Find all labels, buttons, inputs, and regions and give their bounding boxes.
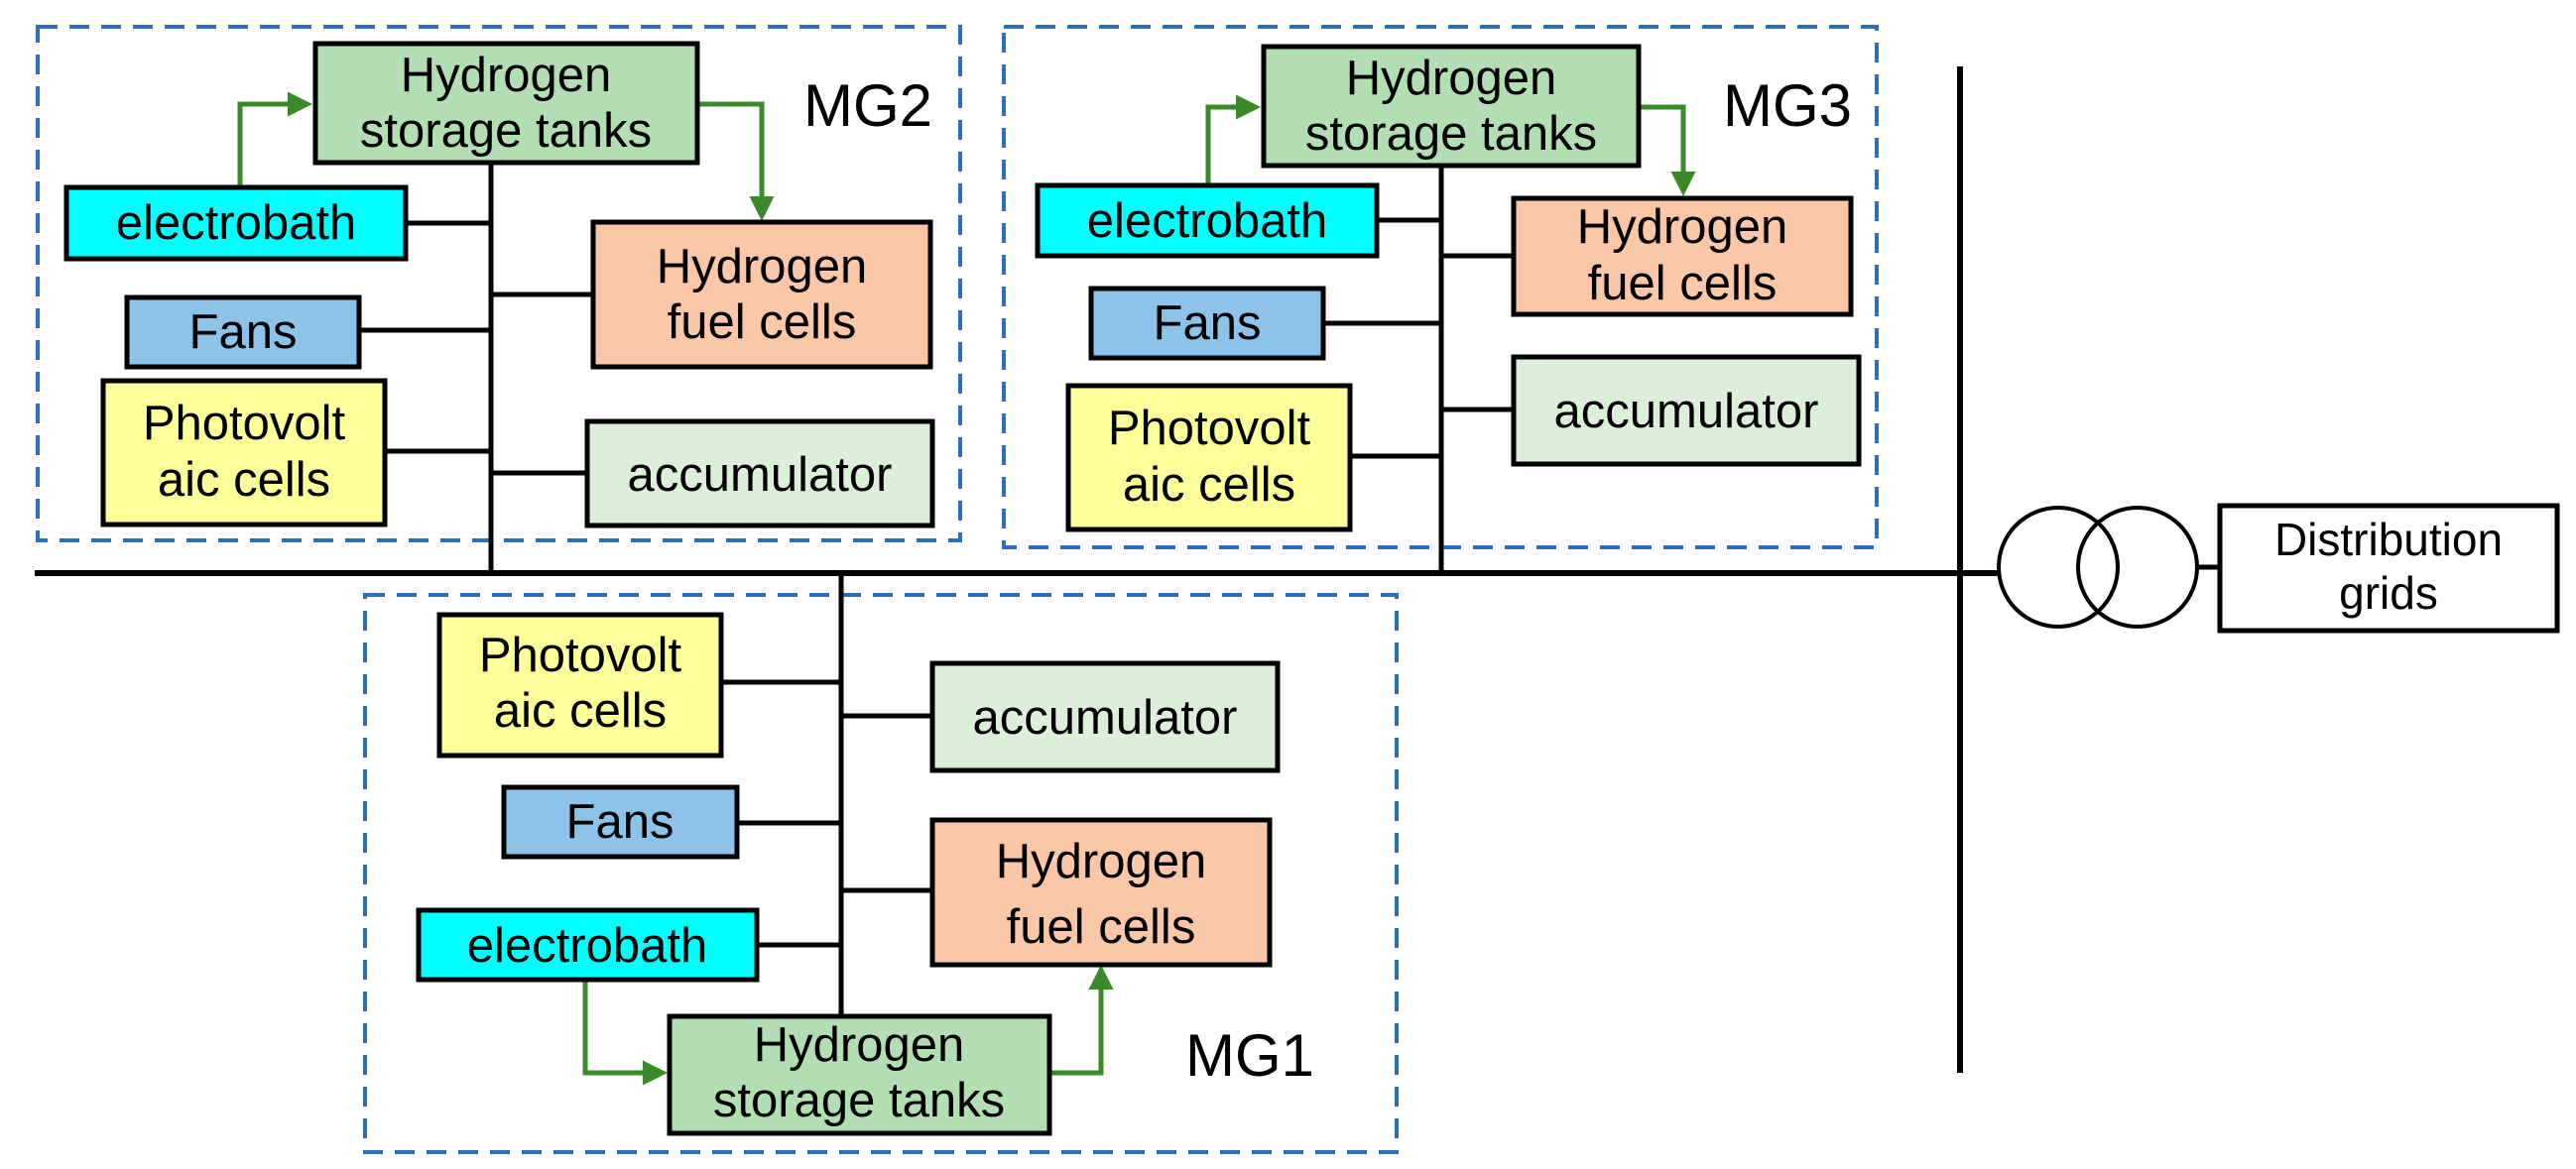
mg2-accumulator-label: accumulator xyxy=(628,448,893,502)
transformer-winding-left xyxy=(1997,506,2120,629)
mg3-photovoltaic-box xyxy=(1065,383,1353,532)
mg1-accumulator-label: accumulator xyxy=(973,691,1238,745)
mg1-electrobath-box xyxy=(416,907,760,983)
mg3-fuel-cells-line1: Hydrogen xyxy=(1577,200,1787,254)
mg1-label: MG1 xyxy=(1185,1022,1314,1089)
mg3-group: Hydrogen storage tanks electrobath Hydro… xyxy=(1002,25,1879,573)
distribution-grid-box xyxy=(2217,503,2560,634)
main-bus-group: Distribution grids xyxy=(35,66,2560,1073)
mg1-accumulator-box xyxy=(929,660,1281,773)
mg2-fuel-cells-box xyxy=(590,219,933,370)
mg1-fans-box xyxy=(501,784,740,860)
mg3-label: MG3 xyxy=(1723,72,1852,139)
mg2-fuel-cells-line1: Hydrogen xyxy=(657,240,867,293)
mg2-boundary xyxy=(36,25,962,542)
mg1-fuel-cells-line2: fuel cells xyxy=(1007,900,1196,954)
mg1-photovoltaic-line2: aic cells xyxy=(494,684,667,738)
mg1-fuel-cells-box xyxy=(929,817,1273,968)
mg3-storage-line2: storage tanks xyxy=(1305,107,1597,161)
mg2-fans-label: Fans xyxy=(189,305,298,359)
mg2-electrobath-label: electrobath xyxy=(116,196,356,250)
mg1-group: Photovolt aic cells accumulator Fans Hyd… xyxy=(363,573,1399,1154)
mg3-photovoltaic-line1: Photovolt xyxy=(1108,402,1311,455)
mg3-electrobath-box xyxy=(1035,182,1380,259)
mg3-fans-box xyxy=(1088,286,1326,361)
mg2-storage-box xyxy=(312,41,700,166)
mg1-photovoltaic-line1: Photovolt xyxy=(479,629,682,682)
mg3-electrobath-label: electrobath xyxy=(1087,194,1327,248)
mg3-accumulator-box xyxy=(1511,354,1862,467)
mg3-fuel-cells-line2: fuel cells xyxy=(1588,257,1778,310)
grid-line1: Distribution xyxy=(2274,514,2503,565)
mg2-photovoltaic-box xyxy=(100,378,388,527)
mg2-accumulator-box xyxy=(584,418,935,528)
mg2-group: Hydrogen storage tanks electrobath Hydro… xyxy=(36,25,962,573)
mg2-label: MG2 xyxy=(803,72,932,139)
mg2-fans-box xyxy=(124,294,362,370)
mg2-photovoltaic-line2: aic cells xyxy=(158,453,330,507)
mg1-boundary xyxy=(363,593,1399,1154)
mg1-electrobath-label: electrobath xyxy=(467,919,707,973)
mg1-photovoltaic-box xyxy=(436,612,724,759)
mg3-photovoltaic-line2: aic cells xyxy=(1123,458,1295,512)
mg2-storage-line1: Hydrogen xyxy=(401,49,611,102)
mg2-photovoltaic-line1: Photovolt xyxy=(143,397,346,450)
mg2-storage-line2: storage tanks xyxy=(360,104,652,158)
mg3-boundary xyxy=(1002,25,1879,549)
mg1-fuel-cells-line1: Hydrogen xyxy=(996,835,1206,888)
mg1-storage-line2: storage tanks xyxy=(713,1074,1005,1127)
mg1-fans-label: Fans xyxy=(566,795,675,849)
mg1-storage-line1: Hydrogen xyxy=(754,1018,964,1072)
mg3-fuel-cells-box xyxy=(1511,195,1854,317)
mg3-fans-label: Fans xyxy=(1154,296,1262,350)
mg2-fuel-cells-line2: fuel cells xyxy=(668,295,857,349)
transformer-winding-right xyxy=(2076,506,2199,629)
mg3-storage-line1: Hydrogen xyxy=(1346,52,1556,105)
grid-line2: grids xyxy=(2339,567,2438,619)
mg3-storage-box xyxy=(1261,44,1642,169)
mg2-electrobath-box xyxy=(63,184,409,262)
mg1-storage-box xyxy=(667,1013,1052,1136)
mg3-accumulator-label: accumulator xyxy=(1554,385,1819,438)
